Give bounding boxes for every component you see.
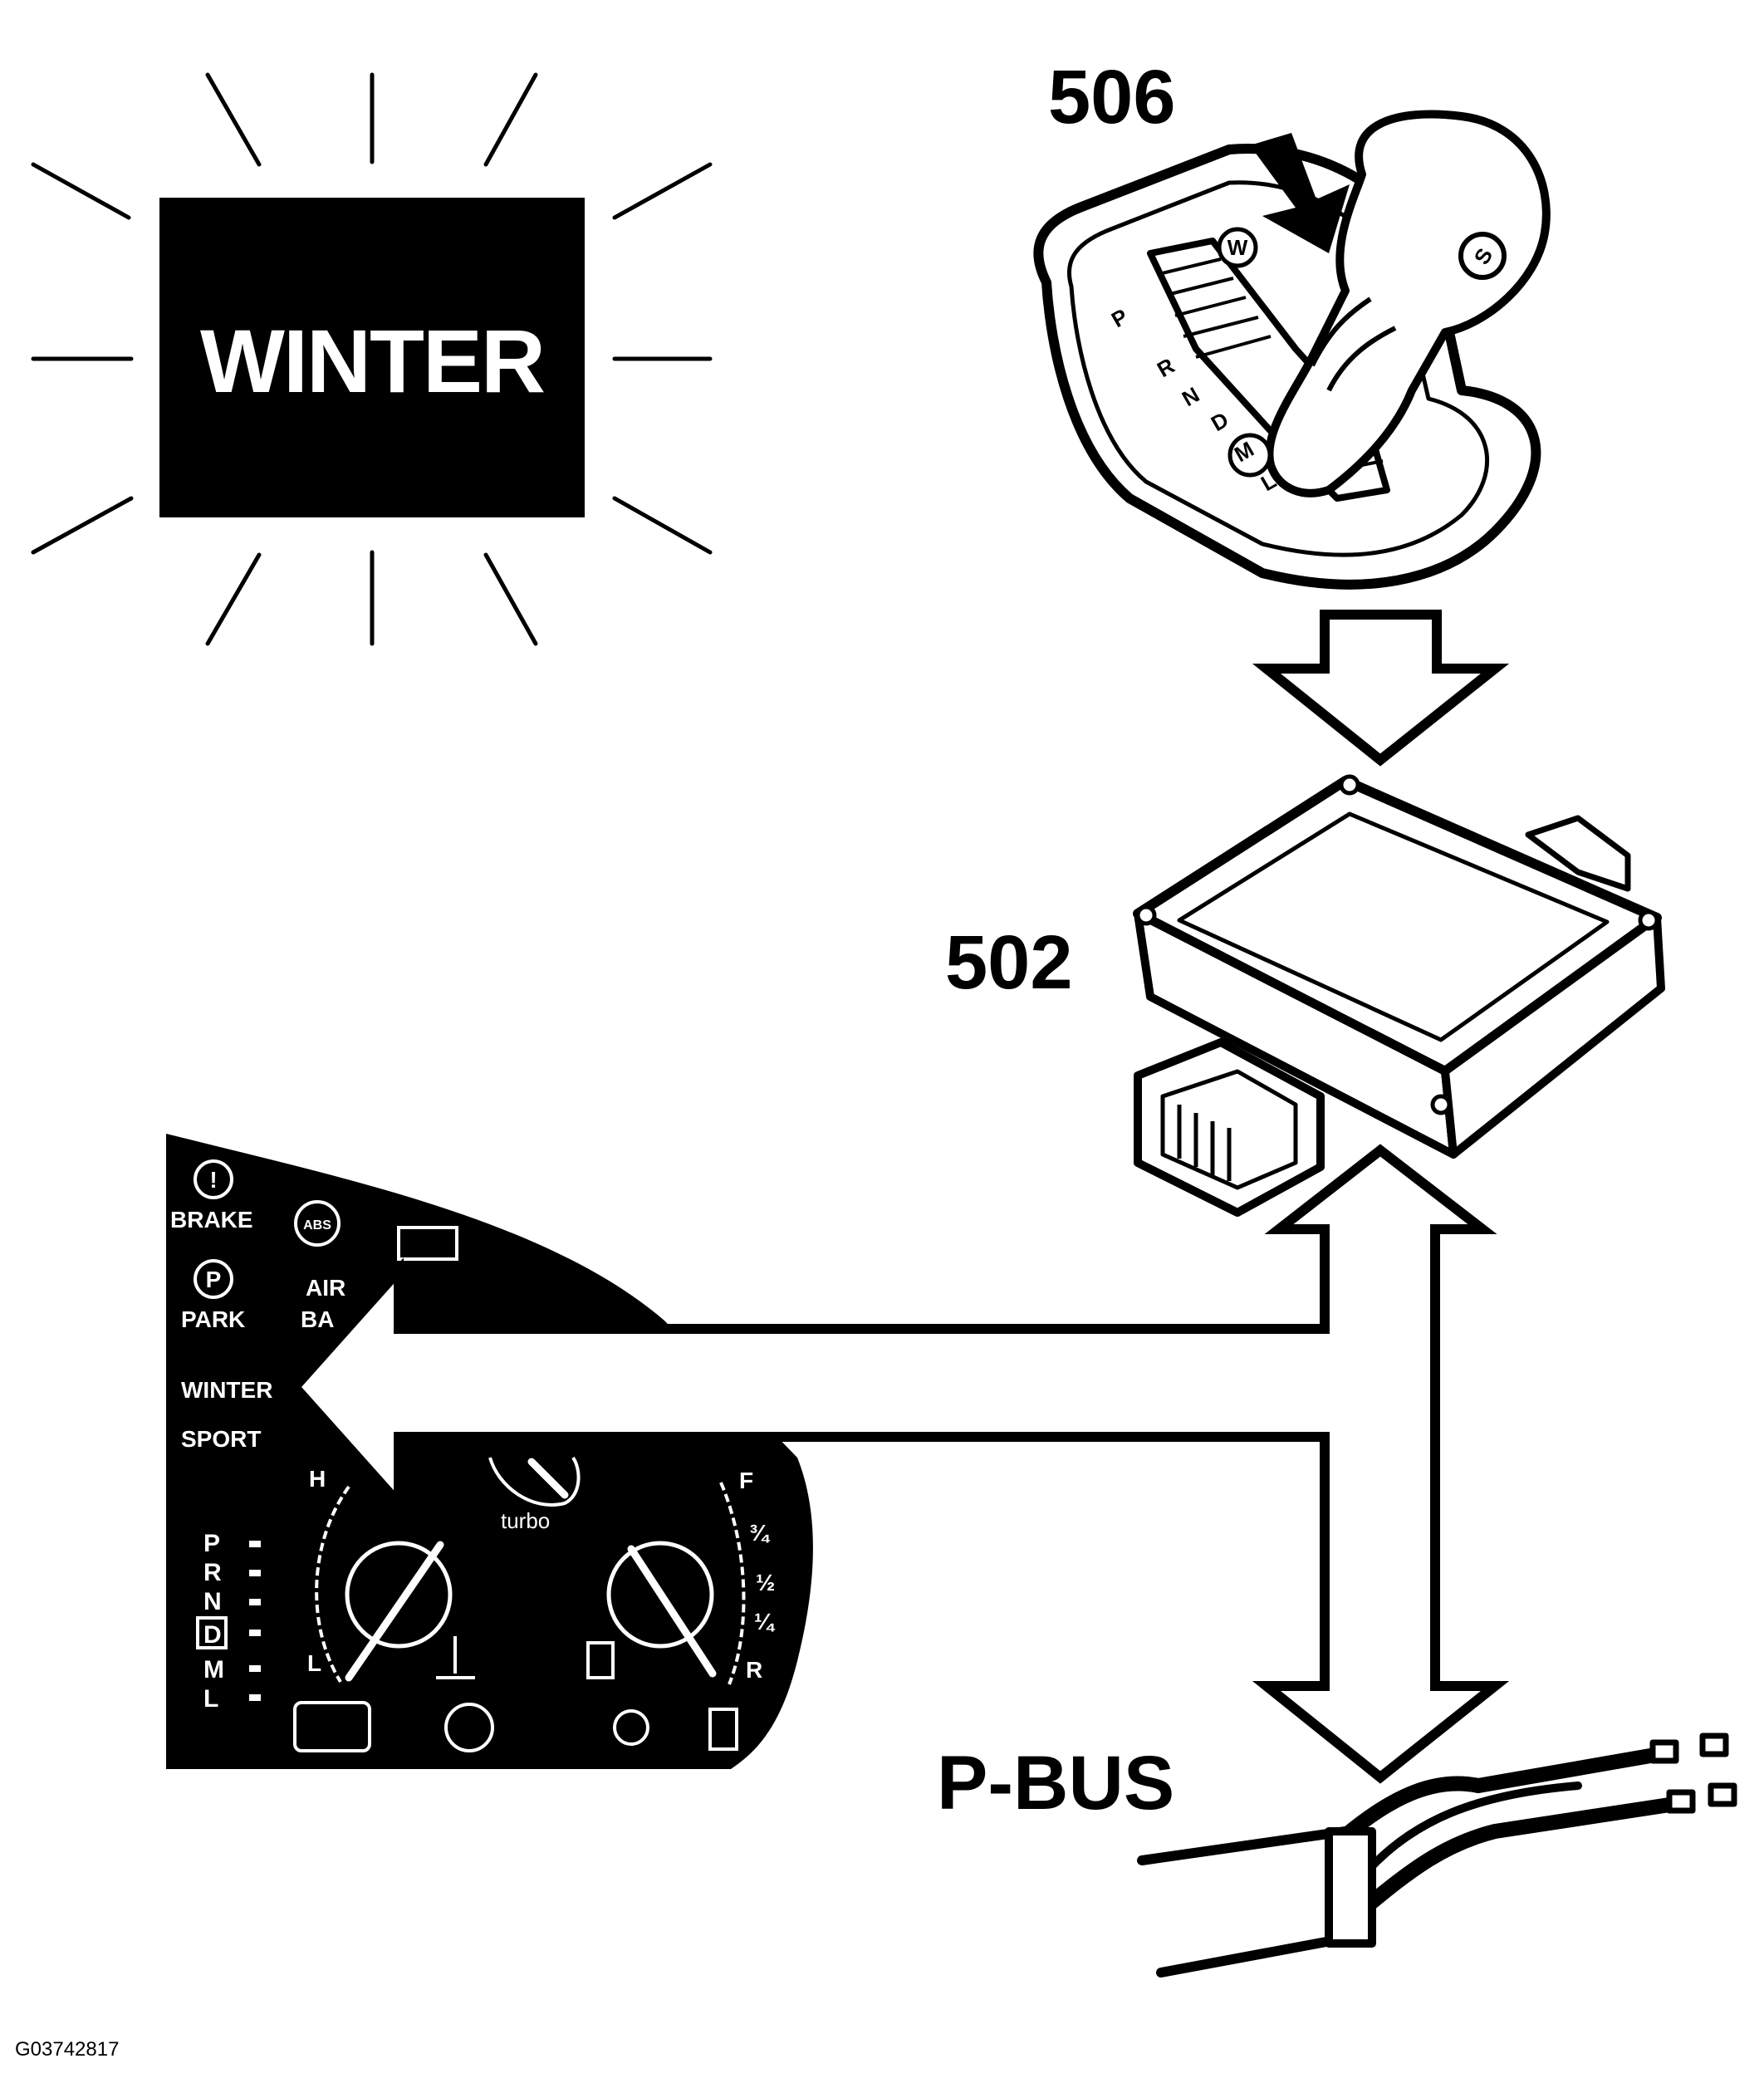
temp-low-label: L (307, 1650, 321, 1676)
fuel-3q-label: ¾ (749, 1520, 771, 1546)
w-button-icon (1217, 227, 1258, 268)
park-brake-icon (194, 1259, 233, 1299)
cluster-bottom-lamps (293, 1701, 738, 1752)
fuel-half-label: ½ (756, 1570, 775, 1595)
coolant-temp-icon (436, 1636, 475, 1679)
gear-r: R (203, 1559, 222, 1586)
winter-sign-label: WINTER (200, 311, 544, 411)
brake-warning-icon (194, 1159, 233, 1199)
sport-mode-label: SPORT (181, 1426, 261, 1452)
selector-knob (1265, 110, 1551, 497)
low-fuel-icon (708, 1708, 738, 1751)
abs-label: ABS (303, 1218, 331, 1233)
airbag-label-line2: BA (301, 1306, 334, 1332)
bus-arrows (287, 1144, 1510, 1784)
press-arrow-icon (1250, 133, 1350, 253)
gear-p: P (203, 1530, 220, 1557)
abs-warning-icon (294, 1200, 341, 1247)
gear-m: M (203, 1656, 224, 1684)
fuel-pump-icon (586, 1641, 615, 1679)
gear-indicator: P R N D M L (196, 1530, 261, 1713)
turbo-label: turbo (501, 1508, 550, 1533)
cluster-warning-lamps: ! BRAKE ABS P PARK AIR BA WINTER SPORT (170, 1159, 458, 1452)
winter-sign-box (159, 198, 585, 517)
gear-selector-illustration: W S (1033, 110, 1551, 590)
instrument-cluster-panel (166, 1134, 813, 1769)
svg-text:!: ! (209, 1167, 217, 1193)
turbo-gauge: turbo (488, 1456, 581, 1533)
m-position-circle (1227, 433, 1272, 478)
gear-d: D (203, 1621, 222, 1649)
label-p-bus: P-BUS (937, 1741, 1174, 1826)
w-button-label: W (1227, 235, 1248, 260)
gear-n: N (203, 1588, 222, 1615)
fuel-full-label: F (739, 1468, 753, 1493)
module-side (1441, 914, 1665, 1159)
check-engine-icon (293, 1701, 371, 1752)
label-506: 506 (1048, 55, 1176, 140)
module-rear-connector (1525, 815, 1631, 892)
figure-id: G03742817 (15, 2038, 119, 2061)
p-bus-cable (1137, 1733, 1737, 1978)
gear-l: L (203, 1685, 218, 1713)
control-module-illustration (1133, 774, 1665, 1217)
fuel-reserve-label: R (746, 1657, 762, 1683)
down-arrow-icon (1252, 610, 1510, 767)
airbag-label-line1: AIR (306, 1275, 345, 1301)
fuel-needle (627, 1545, 717, 1678)
winter-indicator: WINTER (31, 72, 713, 646)
park-label: PARK (181, 1306, 245, 1332)
light-rays (31, 72, 713, 646)
fog-lamp-icon (613, 1709, 649, 1746)
brake-label: BRAKE (170, 1207, 253, 1233)
svg-text:P: P (206, 1267, 222, 1292)
winter-mode-label: WINTER (181, 1377, 272, 1403)
label-502: 502 (945, 920, 1073, 1005)
s-button-icon (1458, 232, 1507, 280)
system-warning-icon (444, 1703, 494, 1752)
temperature-gauge: H L (307, 1466, 475, 1684)
battery-warning-icon (397, 1226, 458, 1261)
gear-d-highlight (196, 1616, 228, 1649)
bus-signal-path (287, 1144, 1510, 1784)
temp-needle (345, 1541, 444, 1682)
fuel-1q-label: ¼ (754, 1609, 776, 1635)
fuel-gauge: F ¾ ½ ¼ R (586, 1468, 776, 1685)
temp-high-label: H (309, 1466, 326, 1492)
cable-sleeve (1325, 1827, 1376, 1948)
